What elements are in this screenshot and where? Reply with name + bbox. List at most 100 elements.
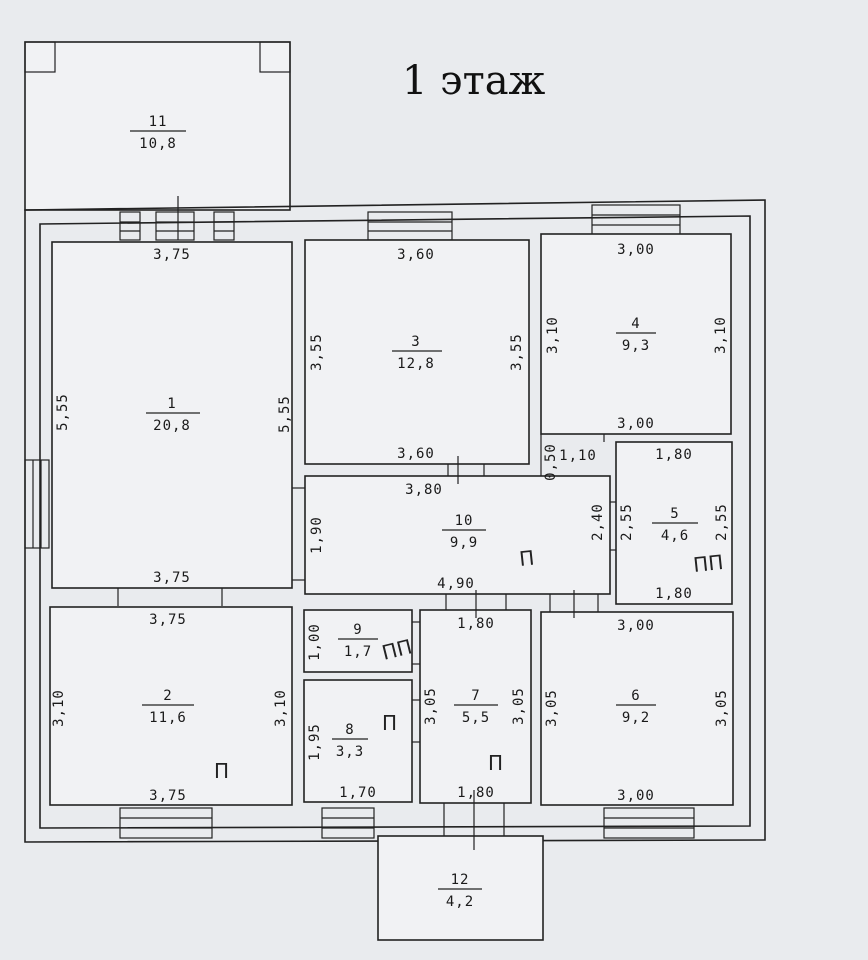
- room-number: 7: [471, 688, 480, 704]
- dim-r2-left: 3,10: [51, 689, 67, 727]
- dim-r7-top: 1,80: [457, 616, 495, 632]
- room-area: 20,8: [153, 418, 191, 434]
- room-number: 2: [163, 688, 172, 704]
- dim-r3-left: 3,55: [309, 333, 325, 371]
- room-label-4: 4 9,3: [616, 316, 656, 354]
- dim-r4-bottom: 3,00: [617, 416, 655, 432]
- window: [603, 807, 695, 839]
- room-area: 3,3: [336, 744, 364, 760]
- room-8: [303, 679, 413, 803]
- dim-r4-top: 3,00: [617, 242, 655, 258]
- room-2: [49, 606, 293, 806]
- dim-corridor-h: 1,10: [559, 448, 597, 464]
- dim-r6-top: 3,00: [617, 618, 655, 634]
- dim-r5-left: 2,55: [619, 503, 635, 541]
- room-label-8: 8 3,3: [332, 722, 368, 760]
- room-label-10: 10 9,9: [442, 513, 486, 551]
- window: [119, 211, 141, 241]
- dim-corridor-v: 0,50: [543, 443, 559, 481]
- dim-r9-left: 1,00: [307, 623, 323, 661]
- room-label-12: 12 4,2: [438, 872, 482, 910]
- room-1: [51, 241, 293, 589]
- door-marks: [117, 434, 616, 850]
- dim-r6-left: 3,05: [544, 689, 560, 727]
- dim-r10-left: 1,90: [309, 516, 325, 554]
- dim-r10-bottom: 4,90: [437, 576, 475, 592]
- handwritten-mark: ПП: [692, 550, 724, 577]
- dim-r1-top: 3,75: [153, 247, 191, 263]
- window: [213, 211, 235, 241]
- room-number: 8: [345, 722, 354, 738]
- dim-r7-bottom: 1,80: [457, 785, 495, 801]
- handwritten-mark: П: [214, 759, 229, 783]
- dim-r2-right: 3,10: [273, 689, 289, 727]
- dim-r1-right: 5,55: [277, 395, 293, 433]
- room-number: 11: [149, 114, 168, 130]
- room-area: 12,8: [397, 356, 435, 372]
- dim-r6-right: 3,05: [714, 689, 730, 727]
- room-area: 1,7: [344, 644, 372, 660]
- dim-r5-bottom: 1,80: [655, 586, 693, 602]
- room-4: [540, 233, 732, 435]
- dim-r5-right: 2,55: [714, 503, 730, 541]
- handwritten-mark: П: [488, 751, 503, 775]
- room-number: 3: [411, 334, 420, 350]
- window: [367, 211, 453, 241]
- window: [24, 459, 50, 549]
- inner-outer-wall: [39, 215, 751, 829]
- dim-r3-right: 3,55: [509, 333, 525, 371]
- room-label-2: 2 11,6: [142, 688, 194, 726]
- room-11: [24, 41, 291, 211]
- dim-r3-bottom: 3,60: [397, 446, 435, 462]
- dim-r10-top: 3,80: [405, 482, 443, 498]
- room-area: 11,6: [149, 710, 187, 726]
- dim-r4-left: 3,10: [545, 316, 561, 354]
- room-area: 9,3: [622, 338, 650, 354]
- window: [119, 807, 213, 839]
- handwritten-mark: П: [382, 711, 397, 735]
- dim-r8-left: 1,95: [307, 723, 323, 761]
- room-area: 5,5: [462, 710, 490, 726]
- dim-r2-bottom: 3,75: [149, 788, 187, 804]
- room-label-9: 9 1,7: [338, 622, 378, 660]
- column-mark: [259, 41, 291, 73]
- room-3: [304, 239, 530, 465]
- room-area: 4,2: [446, 894, 474, 910]
- room-number: 1: [167, 396, 176, 412]
- room-7: [419, 609, 532, 804]
- room-area: 9,2: [622, 710, 650, 726]
- room-area: 10,8: [139, 136, 177, 152]
- room-number: 5: [670, 506, 679, 522]
- room-number: 10: [455, 513, 474, 529]
- dim-r7-left: 3,05: [423, 687, 439, 725]
- outer-wall: [24, 199, 766, 843]
- dim-r8-bottom: 1,70: [339, 785, 377, 801]
- room-6: [540, 611, 734, 806]
- dim-r2-top: 3,75: [149, 612, 187, 628]
- room-12: [377, 835, 544, 941]
- room-label-3: 3 12,8: [392, 334, 442, 372]
- room-number: 12: [451, 872, 470, 888]
- column-mark: [24, 41, 56, 73]
- dim-r5-top: 1,80: [655, 447, 693, 463]
- dimension-labels: 3,75 3,75 3,60 3,60 3,00 3,00 3,80 4,90 …: [51, 242, 730, 804]
- window: [155, 211, 195, 241]
- dim-r6-bottom: 3,00: [617, 788, 655, 804]
- room-label-7: 7 5,5: [454, 688, 498, 726]
- dim-r10-right: 2,40: [590, 503, 606, 541]
- room-number: 9: [353, 622, 362, 638]
- handwritten-marks: П ПП ПП П П П: [214, 546, 724, 783]
- room-label-11: 11 10,8: [130, 114, 186, 152]
- dim-r1-left: 5,55: [55, 393, 71, 431]
- handwritten-mark: П: [518, 546, 535, 571]
- room-9: [303, 609, 413, 673]
- room-number: 6: [631, 688, 640, 704]
- room-label-5: 5 4,6: [652, 506, 698, 544]
- room-area: 9,9: [450, 535, 478, 551]
- room-label-1: 1 20,8: [146, 396, 200, 434]
- room-10: [304, 475, 611, 595]
- window: [591, 204, 681, 236]
- room-number: 4: [631, 316, 640, 332]
- floor-title: 1 этаж: [402, 58, 546, 104]
